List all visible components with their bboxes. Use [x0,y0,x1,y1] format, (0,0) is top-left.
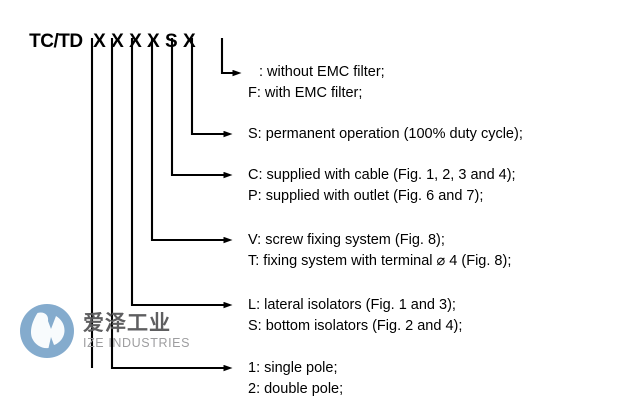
brand-name-en: IZE INDUSTRIES [83,335,191,350]
legend-line: : without EMC filter; [259,64,385,80]
legend-line: L: lateral isolators (Fig. 1 and 3); [248,297,456,313]
leader-duty-cycle [190,38,233,138]
leader-isolators [130,38,233,309]
leader-supply-connection [170,38,233,179]
legend-line: S: permanent operation (100% duty cycle)… [248,126,523,142]
code-slot-1: X [93,31,106,52]
legend-line: S: bottom isolators (Fig. 2 and 4); [248,318,463,334]
code-slot-2: X [111,31,124,52]
legend-line: V: screw fixing system (Fig. 8); [248,232,445,248]
legend-line: F: with EMC filter; [248,85,363,101]
leader-poles [110,38,233,372]
brand-circle-icon [20,304,74,358]
watermark-logo: 爱泽工业 IZE INDUSTRIES [20,304,190,358]
legend-line: T: fixing system with terminal ⌀ 4 (Fig.… [248,253,512,269]
code-slot-4: X [147,31,160,52]
legend-line: P: supplied with outlet (Fig. 6 and 7); [248,188,484,204]
legend-emc-filter: : without EMC filter; F: with EMC filter… [248,62,385,104]
product-code-header: TC/TD X X X X S X [8,6,196,78]
legend-fixing-system: V: screw fixing system (Fig. 8); T: fixi… [248,230,511,272]
legend-line: 2: double pole; [248,381,344,397]
code-prefix: TC/TD [29,31,83,52]
legend-supply-connection: C: supplied with cable (Fig. 1, 2, 3 and… [248,165,516,207]
legend-line: 1: single pole; [248,360,338,376]
legend-line: C: supplied with cable (Fig. 1, 2, 3 and… [248,167,516,183]
leader-fixing-system [150,38,233,244]
brand-name-cn: 爱泽工业 [83,311,171,335]
brand-text: 爱泽工业 IZE INDUSTRIES [83,312,190,351]
legend-isolators: L: lateral isolators (Fig. 1 and 3); S: … [248,295,462,337]
brand-wrench-glyph [31,312,65,349]
legend-poles: 1: single pole; 2: double pole; [248,358,343,400]
legend-duty-cycle: S: permanent operation (100% duty cycle)… [248,124,523,145]
leader-emc-filter [220,38,242,77]
